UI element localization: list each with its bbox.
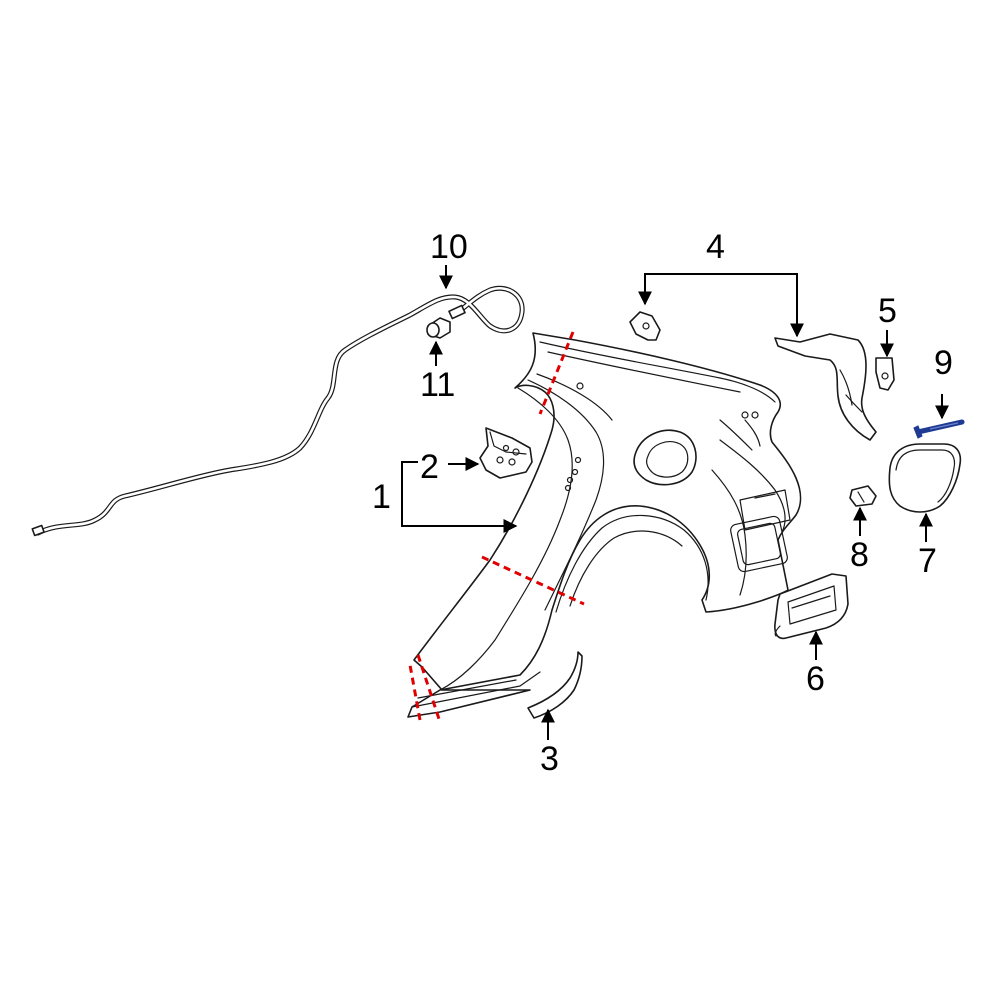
callout-4: 4 <box>706 228 725 266</box>
callout-10: 10 <box>430 228 468 266</box>
filler-housing <box>774 573 849 640</box>
hinge-bracket <box>479 427 533 479</box>
callout-9: 9 <box>934 344 953 382</box>
cable-clip <box>426 317 451 339</box>
quarter-panel <box>407 332 802 718</box>
bolt-icon <box>913 419 965 439</box>
callout-7: 7 <box>918 542 937 580</box>
callout-1: 1 <box>372 478 391 516</box>
reinforcement-left <box>629 311 661 341</box>
callout-2: 2 <box>420 448 439 486</box>
callout-6: 6 <box>806 660 825 698</box>
leader-lines <box>401 265 949 740</box>
fuel-door <box>888 443 962 513</box>
cut-lines <box>408 331 585 723</box>
callout-8: 8 <box>850 536 869 574</box>
fuel-lid-cable <box>31 285 525 537</box>
callout-11: 11 <box>420 366 455 404</box>
callout-3: 3 <box>540 740 559 778</box>
small-bracket <box>875 357 895 391</box>
door-clip <box>849 485 877 507</box>
reinforcement-right <box>774 333 877 441</box>
wheel-opening-moulding <box>527 651 583 719</box>
callout-labels: 10 11 1 2 3 4 5 9 7 8 6 <box>372 228 953 778</box>
callout-5: 5 <box>878 292 897 330</box>
